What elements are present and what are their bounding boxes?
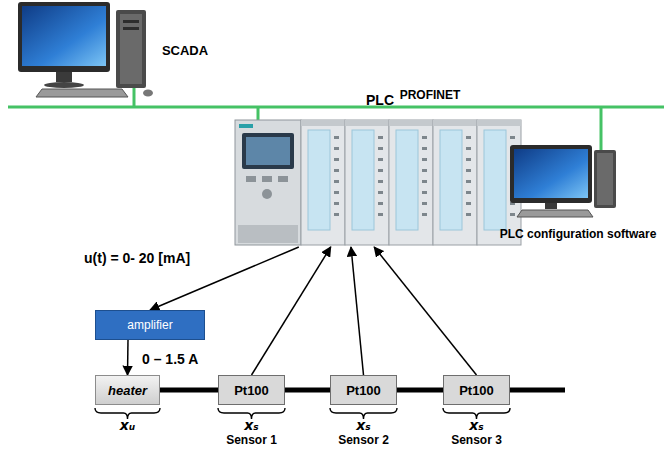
io-strip [440, 130, 462, 230]
sensor-name: Sensor 2 [336, 434, 391, 448]
io-led [422, 180, 427, 183]
io-led [466, 147, 471, 150]
signal-arrow [127, 340, 129, 375]
signal-arrow [374, 247, 476, 375]
computer-label: SCADA [150, 40, 220, 61]
signal-label: u(t) = 0- 20 [mA] [82, 250, 192, 266]
io-led [378, 158, 383, 161]
node-text: SCADA [162, 43, 208, 58]
io-led [422, 169, 427, 172]
io-led [334, 202, 339, 205]
io-led [334, 180, 339, 183]
io-led [422, 147, 427, 150]
node-text: heater [108, 383, 147, 398]
io-led [466, 169, 471, 172]
io-led [378, 191, 383, 194]
io-led [422, 202, 427, 205]
variable-symbol: xᵤ [118, 417, 137, 433]
io-led [422, 158, 427, 161]
io-led [466, 202, 471, 205]
braces [95, 408, 510, 419]
io-led [378, 202, 383, 205]
io-module [433, 120, 477, 245]
node-text: amplifier [127, 318, 172, 332]
computer-label: PLC configuration software [494, 224, 663, 244]
io-led [510, 213, 515, 216]
node-text: PLC [366, 92, 394, 108]
io-led [422, 136, 427, 139]
process-box: heater [95, 375, 160, 405]
io-top [301, 120, 345, 126]
sensor-box: Pt100 [330, 375, 397, 405]
io-led [466, 180, 471, 183]
io-led [378, 213, 383, 216]
plc-unit: PLC [235, 92, 525, 247]
variable-symbol: xₛ [467, 417, 485, 433]
io-led [334, 147, 339, 150]
io-led [422, 191, 427, 194]
io-top [345, 120, 389, 126]
io-top [477, 120, 521, 126]
sensor-box: Pt100 [443, 375, 510, 405]
io-led [510, 136, 515, 139]
variable-symbol: xₛ [242, 417, 260, 433]
variable-symbol: xₛ [354, 417, 372, 433]
io-led [466, 158, 471, 161]
io-led [466, 191, 471, 194]
io-led [378, 169, 383, 172]
io-strip [484, 130, 506, 230]
io-led [378, 136, 383, 139]
signal-arrow [351, 247, 364, 375]
sensor-box: Pt100 [218, 375, 285, 405]
io-strip [352, 130, 374, 230]
io-led [466, 213, 471, 216]
io-strip [308, 130, 330, 230]
io-led [378, 147, 383, 150]
io-led [334, 136, 339, 139]
config-computer [510, 145, 616, 217]
io-led [334, 191, 339, 194]
io-led [422, 213, 427, 216]
signal-arrow [252, 247, 331, 375]
sensor-name: Sensor 3 [449, 434, 504, 448]
node-text: Pt100 [346, 383, 381, 398]
io-led [334, 213, 339, 216]
io-led [334, 169, 339, 172]
io-module [345, 120, 389, 245]
io-module [389, 120, 433, 245]
plc-rack [235, 120, 521, 245]
signal-label: 0 – 1.5 A [140, 351, 200, 367]
io-led [378, 180, 383, 183]
io-strip [396, 130, 418, 230]
node-text: PLC configuration software [500, 227, 657, 241]
scada-computer [18, 2, 153, 97]
io-led [334, 158, 339, 161]
node-text: Pt100 [459, 383, 494, 398]
io-module [301, 120, 345, 245]
process-box: amplifier [95, 310, 205, 340]
bus-name: PROFINET [398, 89, 463, 103]
sensor-name: Sensor 1 [224, 434, 279, 448]
node-text: Pt100 [234, 383, 269, 398]
io-top [389, 120, 433, 126]
io-led [466, 136, 471, 139]
io-top [433, 120, 477, 126]
